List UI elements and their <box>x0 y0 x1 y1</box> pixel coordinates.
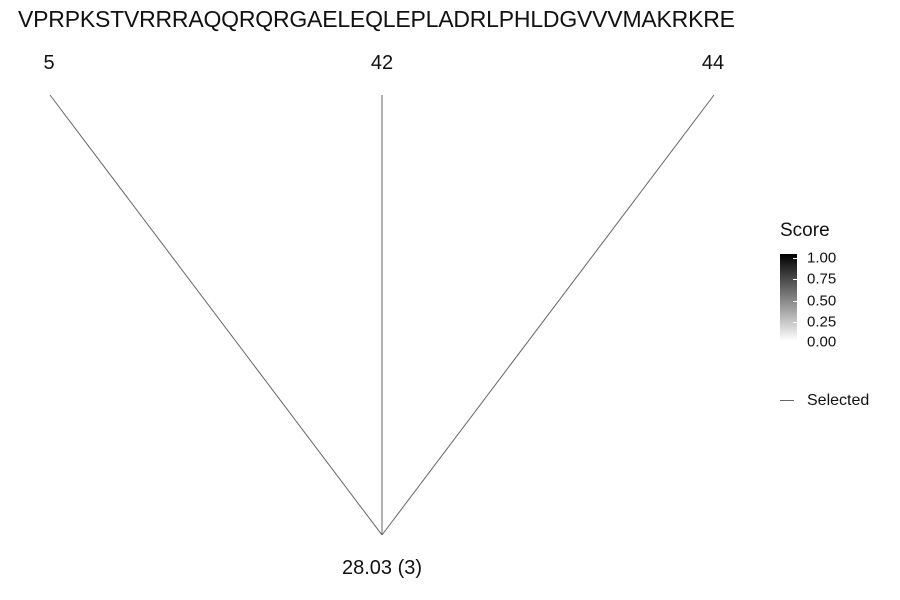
legend-title: Score <box>780 220 830 241</box>
tree-edge-1 <box>49 94 383 536</box>
legend-body: 1.00 0.75 0.50 0.25 0.00 <box>780 246 890 350</box>
leaf-label-2: 42 <box>370 52 394 74</box>
selected-legend-label: Selected <box>807 392 870 409</box>
score-colorbar <box>780 254 797 341</box>
leaf-label-3: 44 <box>701 52 725 74</box>
colorbar-tick <box>793 342 797 343</box>
colorbar-tick <box>793 301 797 302</box>
colorbar-tick <box>793 322 797 323</box>
legend-tick-label: 0.00 <box>807 333 837 351</box>
tree-edge-3 <box>381 94 715 536</box>
sequence-title: VPRPKSTVRRRAQQRQRGAELEQLEPLADRLPHLDGVVVM… <box>18 6 735 32</box>
root-label: 28.03 (3) <box>341 557 423 579</box>
colorbar-tick <box>793 258 797 259</box>
legend-tick-label: 1.00 <box>807 249 837 267</box>
legend-tick-label: 0.25 <box>807 313 837 331</box>
leaf-label-1: 5 <box>43 52 55 74</box>
selected-line-swatch <box>780 400 794 402</box>
legend-tick-label: 0.75 <box>807 270 837 288</box>
colorbar-tick <box>793 279 797 280</box>
legend-tick-label: 0.50 <box>807 292 837 310</box>
selected-legend: Selected <box>780 392 869 410</box>
score-legend: Score 1.00 0.75 0.50 0.25 0.00 <box>780 220 890 350</box>
